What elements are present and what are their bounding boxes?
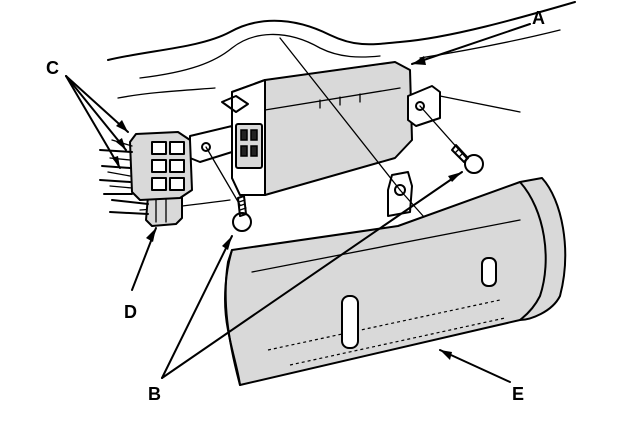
leader-lines xyxy=(65,23,531,383)
connector-cluster xyxy=(99,131,193,201)
arrowhead-a xyxy=(412,56,426,65)
arrowhead-b-2 xyxy=(448,172,462,182)
leader-c-1 xyxy=(65,75,129,133)
arrowhead-d xyxy=(146,228,156,242)
leader-c-2 xyxy=(65,75,127,151)
screw-left xyxy=(232,195,252,232)
callout-c: C xyxy=(46,58,59,78)
arrowhead-c-3 xyxy=(112,156,120,168)
arrowhead-c-1 xyxy=(116,120,128,132)
right-mounting-bracket xyxy=(407,85,441,127)
cover-panel xyxy=(224,177,567,386)
control-unit xyxy=(221,61,413,196)
arrowhead-c-2 xyxy=(116,138,126,150)
callout-b: B xyxy=(148,384,161,404)
arrowhead-b-1 xyxy=(222,236,232,250)
leader-e xyxy=(439,349,511,383)
callout-e: E xyxy=(512,384,524,404)
leader-b-1 xyxy=(161,235,233,379)
arrowheads xyxy=(112,56,462,360)
leader-b-2 xyxy=(161,171,463,379)
leader-a xyxy=(411,23,531,65)
screw-right xyxy=(451,144,484,174)
leader-c-3 xyxy=(65,75,121,169)
callout-a: A xyxy=(532,8,545,28)
arrowhead-e xyxy=(440,350,452,360)
callout-d: D xyxy=(124,302,137,322)
